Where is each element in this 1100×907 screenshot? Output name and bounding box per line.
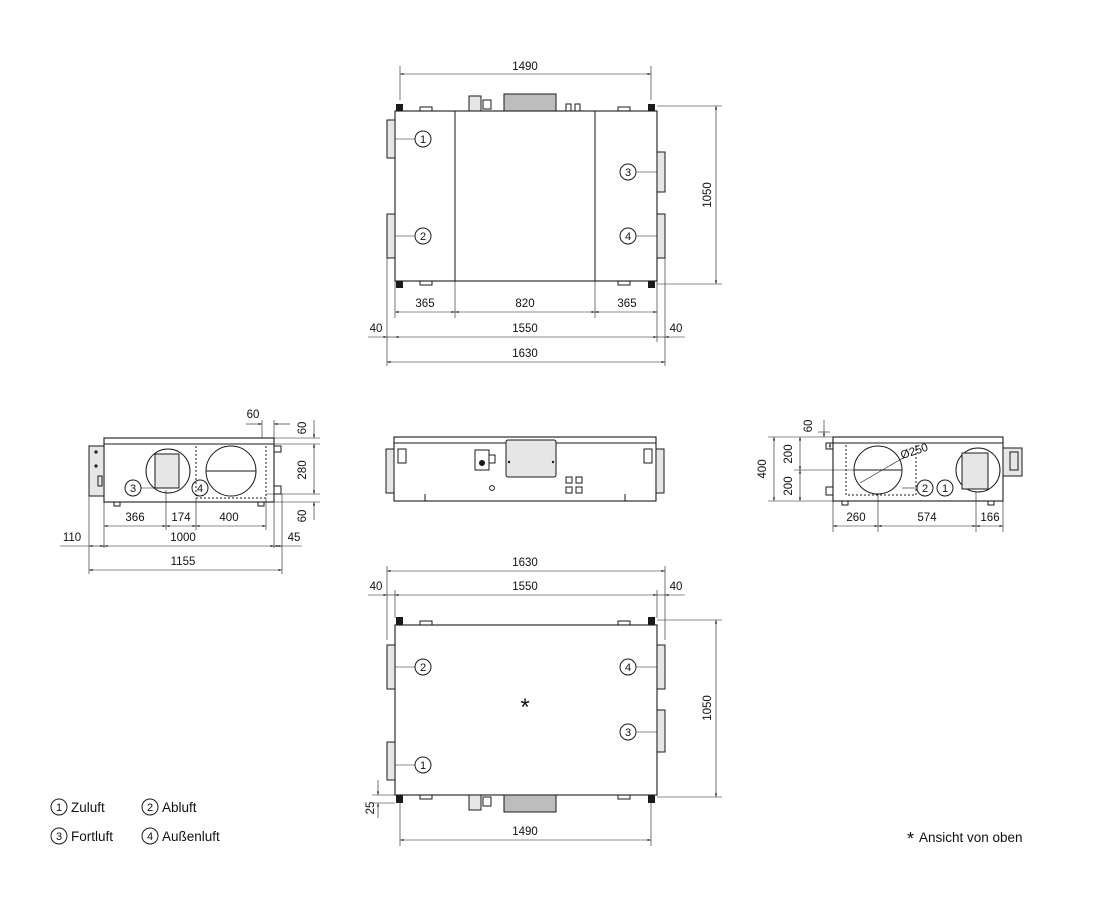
legend-label-1: Zuluft bbox=[71, 800, 105, 815]
dim-inner-width: 1550 bbox=[512, 323, 538, 335]
dim-top-width: 1490 bbox=[512, 61, 538, 73]
marker-4: 4 bbox=[625, 231, 631, 243]
bottom-dim-inner: 1550 bbox=[512, 581, 538, 593]
legend-item-aussenluft: 4 Außenluft bbox=[141, 827, 220, 845]
bottom-marker-4: 4 bbox=[625, 662, 631, 674]
right-dim-top-60: 60 bbox=[803, 420, 815, 433]
dim-off-right: 40 bbox=[670, 323, 683, 335]
right-dim-total-h: 400 bbox=[757, 459, 769, 478]
legend-num-1: 1 bbox=[56, 802, 62, 814]
front-view bbox=[385, 436, 665, 502]
bottom-dim-height: 1050 bbox=[702, 695, 714, 721]
left-marker-3: 3 bbox=[130, 483, 136, 495]
bottom-marker-1: 1 bbox=[420, 760, 426, 772]
left-dim-right-top: 60 bbox=[297, 422, 309, 435]
right-dim-seg-b: 574 bbox=[917, 512, 937, 524]
legend: 1 Zuluft 2 Abluft 3 Fortluft 4 Außenluft bbox=[50, 798, 220, 845]
left-dim-seg-c: 400 bbox=[219, 512, 238, 524]
left-dim-right-mid: 280 bbox=[297, 460, 309, 479]
legend-item-abluft: 2 Abluft bbox=[141, 798, 197, 816]
right-dim-upper-h: 200 bbox=[783, 444, 795, 463]
right-dim-seg-c: 166 bbox=[980, 512, 999, 524]
bottom-view: 1630 40 1550 40 * 2 bbox=[365, 557, 722, 846]
left-dim-total: 1155 bbox=[171, 556, 196, 568]
bottom-dim-width: 1490 bbox=[512, 826, 538, 838]
marker-1: 1 bbox=[420, 134, 426, 146]
left-dim-left-off: 110 bbox=[63, 532, 81, 544]
note-star: * bbox=[907, 829, 914, 849]
bottom-marker-2: 2 bbox=[420, 662, 426, 674]
legend-num-2: 2 bbox=[147, 802, 153, 814]
legend-item-fortluft: 3 Fortluft bbox=[50, 827, 113, 845]
dim-seg-mid: 820 bbox=[515, 298, 534, 310]
view-note: * Ansicht von oben bbox=[907, 829, 1023, 849]
legend-item-zuluft: 1 Zuluft bbox=[50, 798, 105, 816]
right-marker-2: 2 bbox=[922, 483, 928, 495]
right-dim-lower-h: 200 bbox=[783, 476, 795, 495]
legend-label-4: Außenluft bbox=[162, 829, 220, 844]
marker-3: 3 bbox=[625, 167, 631, 179]
bottom-dim-small: 25 bbox=[365, 802, 377, 815]
legend-label-3: Fortluft bbox=[71, 829, 113, 844]
marker-2: 2 bbox=[420, 231, 426, 243]
bottom-marker-3: 3 bbox=[625, 727, 631, 739]
bottom-dim-off-left: 40 bbox=[370, 581, 383, 593]
right-dim-seg-a: 260 bbox=[846, 512, 865, 524]
top-view: 1490 1 2 3 4 bbox=[368, 61, 722, 366]
legend-num-4: 4 bbox=[147, 831, 153, 843]
left-dim-right-bot: 60 bbox=[297, 510, 309, 523]
dim-seg-left: 365 bbox=[415, 298, 434, 310]
right-marker-1: 1 bbox=[942, 483, 948, 495]
dim-seg-right: 365 bbox=[617, 298, 636, 310]
legend-label-2: Abluft bbox=[162, 800, 197, 815]
left-dim-right-off: 45 bbox=[288, 532, 301, 544]
bottom-star: * bbox=[520, 694, 529, 721]
note-text: Ansicht von oben bbox=[919, 830, 1023, 845]
left-dim-top-60: 60 bbox=[247, 409, 260, 421]
bottom-dim-total: 1630 bbox=[512, 557, 538, 569]
left-marker-4: 4 bbox=[197, 483, 203, 495]
left-dim-inner: 1000 bbox=[170, 532, 196, 544]
dim-top-height: 1050 bbox=[702, 182, 714, 208]
bottom-dim-off-right: 40 bbox=[670, 581, 683, 593]
left-dim-seg-b: 174 bbox=[171, 512, 191, 524]
left-side-view: 60 3 4 60 280 60 bbox=[60, 409, 320, 574]
dim-off-left: 40 bbox=[370, 323, 383, 335]
legend-num-3: 3 bbox=[56, 831, 62, 843]
left-dim-seg-a: 366 bbox=[125, 512, 144, 524]
dim-total-width: 1630 bbox=[512, 348, 538, 360]
right-side-view: Ø250 2 1 400 200 200 60 260 574 166 bbox=[757, 420, 1023, 532]
